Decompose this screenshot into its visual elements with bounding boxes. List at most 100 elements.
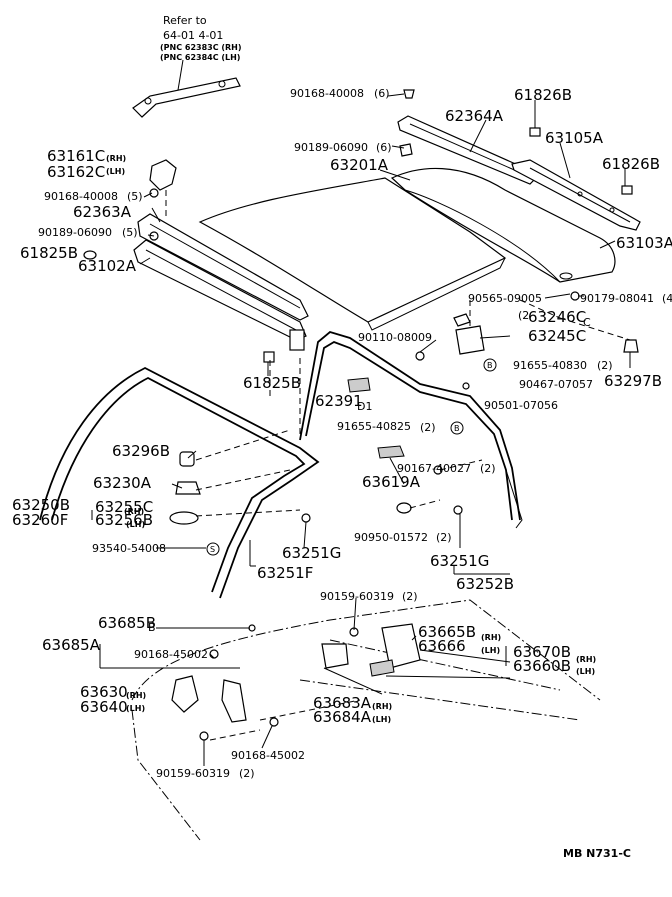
callout-c20: 63245C	[528, 327, 586, 345]
callout-c35s: (RH)	[124, 507, 144, 516]
callout-c39: 63251G	[430, 552, 489, 570]
callout-c48t: (LH)	[576, 667, 595, 676]
callout-c18: 63246C	[528, 308, 586, 326]
callout-c22: 63297B	[604, 372, 662, 390]
callout-c12q: (5)	[122, 226, 138, 239]
callout-c32: 63250B	[12, 496, 70, 514]
callout-c30: 63230A	[93, 474, 152, 492]
callout-c10: 90168-40008	[44, 190, 118, 203]
callout-c48s: (RH)	[576, 655, 596, 664]
rear-hinge-bracket	[171, 675, 247, 723]
callout-c23: 61825B	[243, 374, 301, 392]
callout-c12: 90189-06090	[38, 226, 112, 239]
callout-c29: 90167-40027	[397, 462, 471, 475]
callout-c41: 63252B	[456, 575, 514, 593]
callout-c50: 63630	[80, 683, 128, 701]
callout-c51s: (LH)	[126, 704, 145, 713]
callout-c53: 63684A	[313, 708, 372, 726]
diagram-code: MB N731-C	[563, 847, 631, 860]
symbol-s: S	[210, 545, 215, 554]
callout-c6: 63201A	[330, 156, 389, 174]
callout-c1: 90168-40008	[290, 87, 364, 100]
callout-c8s: (RH)	[106, 154, 126, 163]
callout-c15: 63103A	[616, 234, 672, 252]
callout-c26: 90501-07056	[484, 399, 558, 412]
callout-c29q: (2)	[480, 462, 496, 475]
symbol-markers	[206, 358, 497, 556]
trim-pad	[347, 377, 371, 393]
rear-rail	[511, 159, 641, 231]
lock-cover	[321, 643, 349, 669]
callout-c27q: (2)	[420, 421, 436, 434]
refer-note-line-3: (PNC 62383C (RH)	[160, 43, 242, 52]
callout-c36q: (2)	[436, 531, 452, 544]
callout-c2: 61826B	[514, 86, 572, 104]
callout-c38: 63251G	[282, 544, 341, 562]
callout-c54: 90168-45002	[231, 749, 305, 762]
refer-note-line-4: (PNC 62384C (LH)	[160, 53, 240, 62]
callout-c45t: (LH)	[481, 646, 500, 655]
callout-c21q: (2)	[597, 359, 613, 372]
callout-c4: 90189-06090	[294, 141, 368, 154]
callout-c51: 63640	[80, 698, 128, 716]
callout-c37: 93540-54008	[92, 542, 166, 555]
door-frame-left	[39, 366, 320, 599]
symbol-b-2: B	[454, 424, 460, 433]
callout-c24: 90467-07057	[519, 378, 593, 391]
fasteners	[83, 89, 639, 741]
callout-c14: 63102A	[78, 257, 137, 275]
part-drawings	[39, 59, 641, 841]
callout-c34: 63260F	[12, 511, 68, 529]
body-panel-lower	[131, 599, 601, 841]
hinge-bracket	[453, 313, 485, 355]
callout-c55q: (2)	[239, 767, 255, 780]
callout-labels: 90168-40008 (6) 61826B 62364A 90189-06090 (6)…	[12, 86, 672, 780]
callout-c10q: (5)	[127, 190, 143, 203]
callout-c25: 62391	[315, 392, 363, 410]
callout-c53s: (LH)	[372, 715, 391, 724]
callout-c8: 63161C	[47, 147, 105, 165]
side-clip	[149, 159, 177, 191]
callout-c19: 90110-08009	[358, 331, 432, 344]
refer-note: Refer to 64-01 4-01 (PNC 62383C (RH) (PN…	[160, 14, 242, 62]
callout-c33: 63255C	[95, 498, 153, 516]
callout-c9: 63162C	[47, 163, 105, 181]
callout-c46: 63685A	[42, 636, 101, 654]
callout-c17q: (4	[662, 292, 672, 305]
quarter-pillar	[299, 330, 523, 529]
callout-c28: 63296B	[112, 442, 170, 460]
callout-c27: 91655-40825	[337, 420, 411, 433]
callout-c3: 62364A	[445, 107, 504, 125]
callout-c16: 90565-09005	[468, 292, 542, 305]
callout-c4q: (6)	[376, 141, 392, 154]
callout-c40: 63251F	[257, 564, 313, 582]
callout-c45s: (RH)	[481, 633, 501, 642]
refer-note-line-1: Refer to	[163, 14, 207, 27]
callout-c47: 63670B	[513, 643, 571, 661]
callout-c5: 63105A	[545, 129, 604, 147]
refer-note-line-2: 64-01 4-01	[163, 29, 223, 42]
callout-c44: 63665B	[418, 623, 476, 641]
callout-c43: 63685B	[98, 614, 156, 632]
callout-c18b: C	[583, 316, 591, 329]
group-bracket	[91, 510, 510, 666]
callout-c35: 63256B	[95, 511, 153, 529]
callout-c48: 63660B	[513, 657, 571, 675]
callout-c1q: (6)	[374, 87, 390, 100]
side-rail-bracket	[132, 59, 241, 118]
callout-c55: 90159-60319	[156, 767, 230, 780]
callout-c31: 63619A	[362, 473, 421, 491]
callout-c49: 90168-45002	[134, 648, 208, 661]
symbol-letters: B B S	[210, 361, 493, 554]
callout-c43b: B	[148, 621, 156, 634]
callout-c42: 90159-60319	[320, 590, 394, 603]
callout-c52s: (RH)	[372, 702, 392, 711]
callout-c42q: (2)	[402, 590, 418, 603]
callout-c50s: (RH)	[126, 691, 146, 700]
roof-rear-panel	[390, 167, 616, 283]
callout-c13: 61825B	[20, 244, 78, 262]
symbol-b-1: B	[487, 361, 493, 370]
callout-c36: 90950-01572	[354, 531, 428, 544]
